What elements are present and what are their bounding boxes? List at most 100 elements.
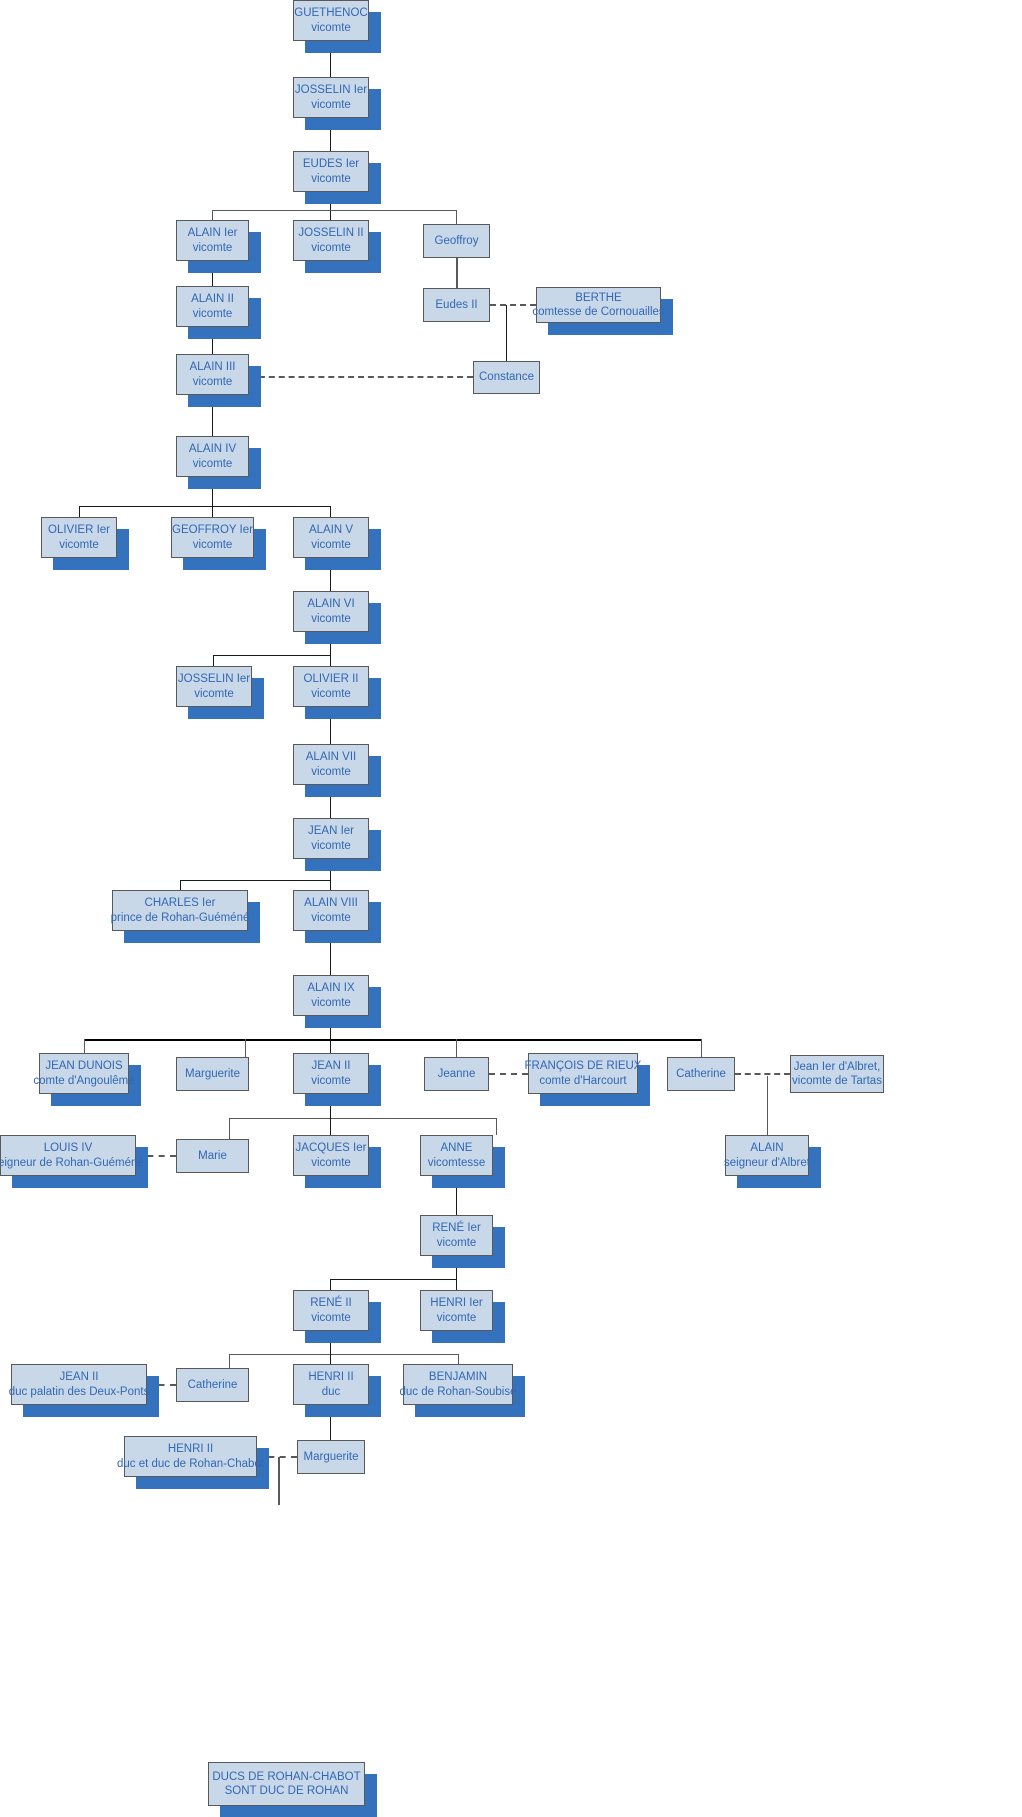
- node-jeanne[interactable]: Jeanne: [424, 1057, 489, 1091]
- node-subtitle: SONT DUC DE ROHAN: [224, 1785, 349, 1797]
- node-marguerite2[interactable]: Marguerite: [297, 1440, 365, 1474]
- node-title: OLIVIER Ier: [48, 524, 110, 537]
- connector-rene1-drop: [456, 1256, 457, 1280]
- connector-rene2-to-catherine2: [229, 1354, 230, 1368]
- node-marguerite1[interactable]: Marguerite: [176, 1057, 249, 1091]
- node-title: OLIVIER II: [303, 673, 359, 686]
- connector-alain5-alain6: [330, 558, 331, 591]
- node-subtitle: vicomte: [194, 687, 234, 700]
- node-subtitle: vicomte: [311, 241, 351, 254]
- marriage-louis4-marie: [136, 1155, 176, 1157]
- connector-rene1-to-henri1: [456, 1279, 457, 1290]
- node-subtitle: vicomte: [192, 457, 233, 470]
- node-title: JEAN II: [59, 1371, 99, 1384]
- node-subtitle: vicomte: [311, 839, 351, 852]
- node-title: JEAN Ier: [307, 825, 354, 838]
- node-subtitle: vicomte: [192, 375, 233, 388]
- node-title: ALAIN Ier: [187, 227, 238, 240]
- connector-geoffroy-eudes2: [456, 258, 458, 288]
- marriage-jean2dp-catherine2: [147, 1384, 176, 1386]
- connector-catherine1-alainalbret: [767, 1076, 768, 1135]
- connector-jean2-bus: [229, 1118, 497, 1119]
- node-marie[interactable]: Marie: [176, 1139, 249, 1173]
- connector-alain8-alain9: [330, 931, 331, 975]
- node-title: Jean Ier d'Albret,: [793, 1060, 881, 1073]
- connector-jean1-bus: [180, 880, 331, 881]
- connector-rene2-to-benjamin: [458, 1354, 459, 1364]
- node-jeanalbret[interactable]: Jean Ier d'Albret, vicomte de Tartas: [790, 1055, 884, 1093]
- marriage-eudes2-berthe: [490, 304, 536, 306]
- node-title: FRANÇOIS DE RIEUX: [524, 1060, 642, 1073]
- node-title: Marguerite: [303, 1450, 359, 1463]
- node-title: ALAIN: [750, 1142, 784, 1155]
- connector-anne-rene1: [456, 1176, 457, 1215]
- marriage-catherine1-jeanalbret: [735, 1073, 790, 1075]
- node-title: BERTHE: [575, 291, 622, 304]
- node-title: Catherine: [676, 1067, 726, 1080]
- connector-rene1-to-rene2: [330, 1279, 331, 1290]
- node-title: ALAIN V: [308, 524, 354, 537]
- node-constance[interactable]: Constance: [473, 361, 540, 394]
- node-subtitle: vicomte: [311, 1156, 351, 1169]
- node-subtitle: vicomte: [311, 911, 351, 924]
- marriage-jeanne-francoisrieux: [489, 1073, 528, 1075]
- node-catherine2[interactable]: Catherine: [176, 1368, 249, 1402]
- node-subtitle: vicomte de Tartas: [792, 1075, 882, 1087]
- connector-jean2-to-anne: [496, 1118, 497, 1135]
- connector-alain2-alain3: [212, 327, 213, 354]
- connector-alain9-to-jeanne: [456, 1039, 457, 1057]
- node-subtitle: vicomte: [311, 687, 351, 700]
- node-title: Constance: [479, 371, 534, 384]
- node-subtitle: comte d'Harcourt: [539, 1074, 627, 1087]
- node-subtitle: duc palatin des Deux-Ponts: [8, 1385, 150, 1398]
- connector-alain4-to-alain5: [330, 506, 331, 517]
- node-title: Geoffroy: [434, 234, 479, 247]
- marriage-henri2chabot-marguerite2: [257, 1456, 297, 1458]
- node-geoffroy[interactable]: Geoffroy: [423, 224, 490, 258]
- node-catherine1[interactable]: Catherine: [667, 1057, 735, 1091]
- node-eudes2[interactable]: Eudes II: [423, 288, 490, 322]
- connector-eudes1-to-geoffroy: [456, 210, 457, 224]
- node-subtitle: duc de Rohan-Soubise: [399, 1385, 517, 1398]
- connector-guethenoc-josselin1: [330, 41, 331, 77]
- node-subtitle: vicomtesse: [427, 1156, 486, 1169]
- connector-henri2duc-marguerite2: [330, 1405, 331, 1440]
- connector-alain6-to-olivier2: [330, 655, 331, 666]
